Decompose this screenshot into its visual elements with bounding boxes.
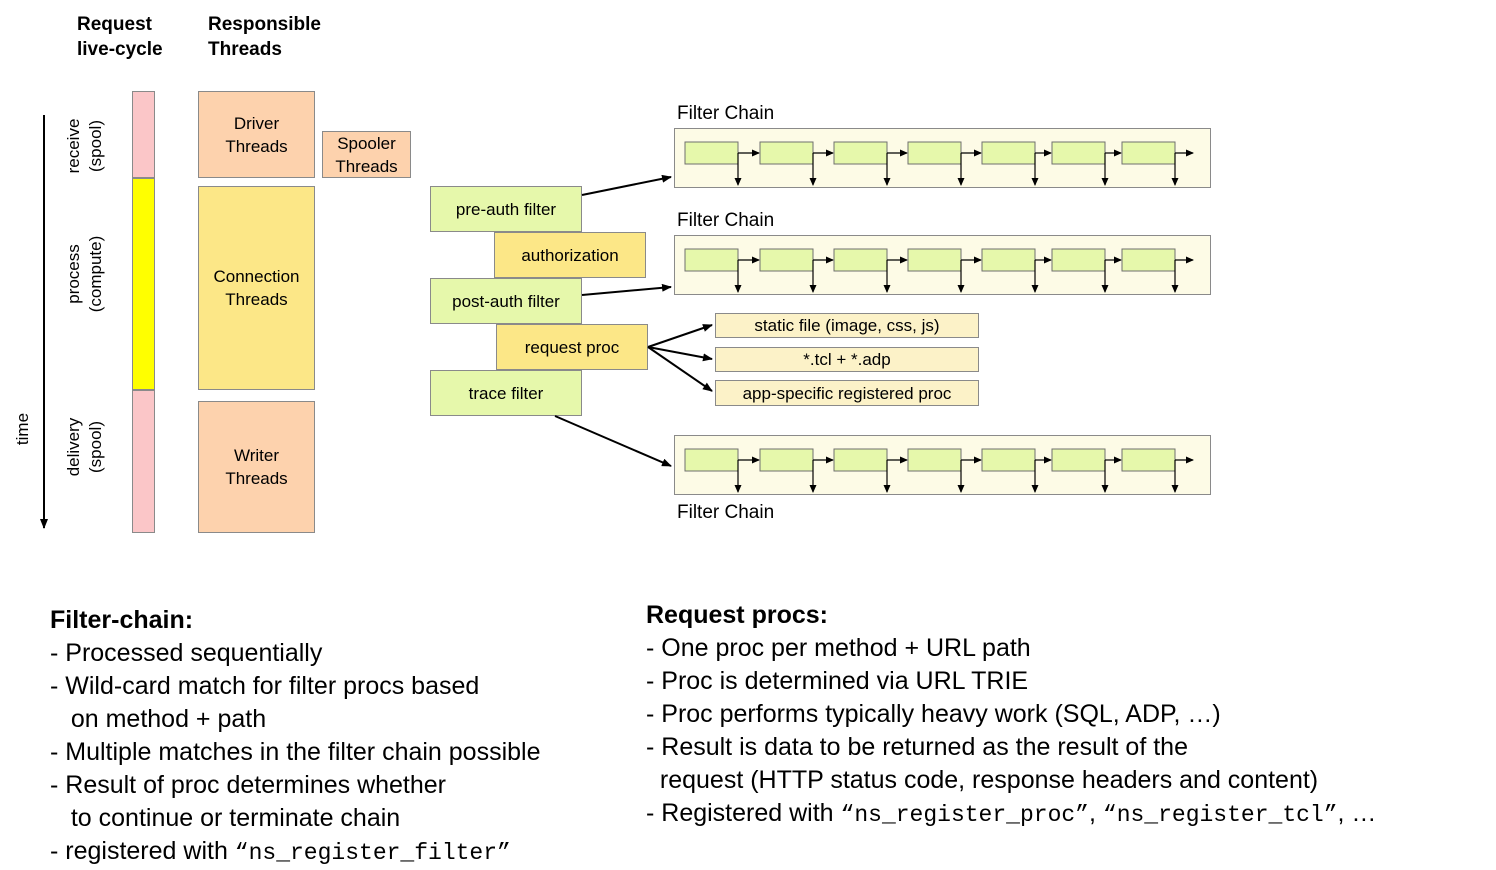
filter-chain-cell [907,248,962,272]
request-procs-registered-suffix: , … [1337,799,1377,827]
request-proc-box: request proc [496,324,648,370]
filter-chain-cell [1121,141,1176,165]
lifecycle-bar-process [132,178,155,390]
authorization-label: authorization [521,245,619,265]
proc-to-tcl-arrow [647,346,713,362]
request-procs-registered-prefix: - Registered with [646,799,841,827]
filter-chain-note-item: - Wild-card match for filter procs based [50,672,480,700]
spooler-threads-line2: Threads [335,156,398,176]
driver-threads-line2: Threads [225,136,288,156]
post-auth-filter-box: post-auth filter [430,278,582,324]
trace-filter-label: trace filter [468,383,544,403]
pre-auth-filter-box: pre-auth filter [430,186,582,232]
filter-chain-cell [1051,448,1106,472]
static-file-handler-label: static file (image, css, js) [754,316,940,335]
request-procs-note-item: - One proc per method + URL path [646,634,1031,662]
trace-arrow [554,415,672,467]
filter-chain-cell [1051,141,1106,165]
post-auth-arrow [581,283,672,296]
lifecycle-header: Request live-cycle [77,12,163,62]
filter-chain-cell [981,448,1036,472]
tcl-adp-handler-box: *.tcl + *.adp [715,347,979,372]
filter-chain-note-item: to continue or terminate chain [50,804,401,832]
filter-chain-label-1: Filter Chain [677,103,775,124]
filter-chain-note-item: - Processed sequentially [50,639,323,667]
filter-chain-cell [759,141,814,165]
lifecycle-bar-receive [132,91,155,178]
filter-chain-cell [833,448,888,472]
filter-chain-note-item: on method + path [50,705,267,733]
trace-filter-box: trace filter [430,370,582,416]
filter-chain-notes: Filter-chain: - Processed sequentially -… [50,604,541,870]
filter-chain-cell [1051,248,1106,272]
request-procs-note-item: - Proc performs typically heavy work (SQ… [646,700,1221,728]
filter-chain-cell [1121,248,1176,272]
lifecycle-header-line1: Request [77,14,152,35]
filter-chain-note-item: - registered with “ns_register_filter” [50,835,541,870]
authorization-box: authorization [494,232,646,278]
filter-chain-note-item: - Result of proc determines whether [50,771,447,799]
static-file-handler-box: static file (image, css, js) [715,313,979,338]
filter-chain-cell [684,248,739,272]
request-procs-registered-code-2: “ns_register_tcl” [1102,802,1338,828]
filter-chain-notes-title: Filter-chain: [50,606,194,634]
filter-chain-cell [907,448,962,472]
request-procs-note-item: - Registered with “ns_register_proc”, “n… [646,797,1376,832]
writer-threads-line2: Threads [225,469,288,488]
request-procs-note-item: - Result is data to be returned as the r… [646,733,1188,761]
request-procs-notes: Request procs: - One proc per method + U… [646,599,1376,832]
request-procs-notes-title: Request procs: [646,601,828,629]
threads-header-line1: Responsible [208,14,321,35]
driver-threads-line1: Driver [233,113,280,133]
filter-chain-label-2: Filter Chain [677,210,775,231]
filter-chain-note-item: - Multiple matches in the filter chain p… [50,738,541,766]
request-proc-label: request proc [524,337,620,357]
request-procs-registered-code-1: “ns_register_proc” [840,802,1089,828]
filter-chain-cell [981,248,1036,272]
threads-header: Responsible Threads [208,12,321,62]
filter-chain-registered-code: “ns_register_filter” [234,840,511,866]
proc-to-app-arrow [647,346,713,392]
connection-threads-line2: Threads [225,290,288,309]
lifecycle-header-line2: live-cycle [77,39,163,60]
filter-chain-label-3: Filter Chain [677,502,775,523]
app-proc-handler-label: app-specific registered proc [742,383,952,403]
post-auth-filter-label: post-auth filter [452,291,560,311]
filter-chain-cell [907,141,962,165]
filter-chain-cell [1121,448,1176,472]
request-procs-registered-sep: , [1088,799,1103,827]
filter-chain-registered-prefix: - registered with [50,837,235,865]
tcl-adp-handler-label: *.tcl + *.adp [803,350,891,369]
filter-chain-cell [684,141,739,165]
lifecycle-bar-delivery [132,390,155,533]
request-procs-note-item: - Proc is determined via URL TRIE [646,667,1029,695]
request-procs-note-item: request (HTTP status code, response head… [646,766,1319,794]
filter-chain-cell [833,248,888,272]
pre-auth-arrow [581,174,672,196]
filter-chain-cell [684,448,739,472]
filter-chain-cell [759,448,814,472]
filter-chain-cell [981,141,1036,165]
threads-header-line2: Threads [208,39,282,60]
app-proc-handler-box: app-specific registered proc [715,380,979,406]
pre-auth-filter-label: pre-auth filter [455,199,557,219]
proc-to-static-arrow [647,324,713,348]
spooler-threads-line1: Spooler [337,133,396,153]
writer-threads-line1: Writer [233,446,279,465]
filter-chain-cell [833,141,888,165]
connection-threads-line1: Connection [213,267,300,286]
filter-chain-cell [759,248,814,272]
